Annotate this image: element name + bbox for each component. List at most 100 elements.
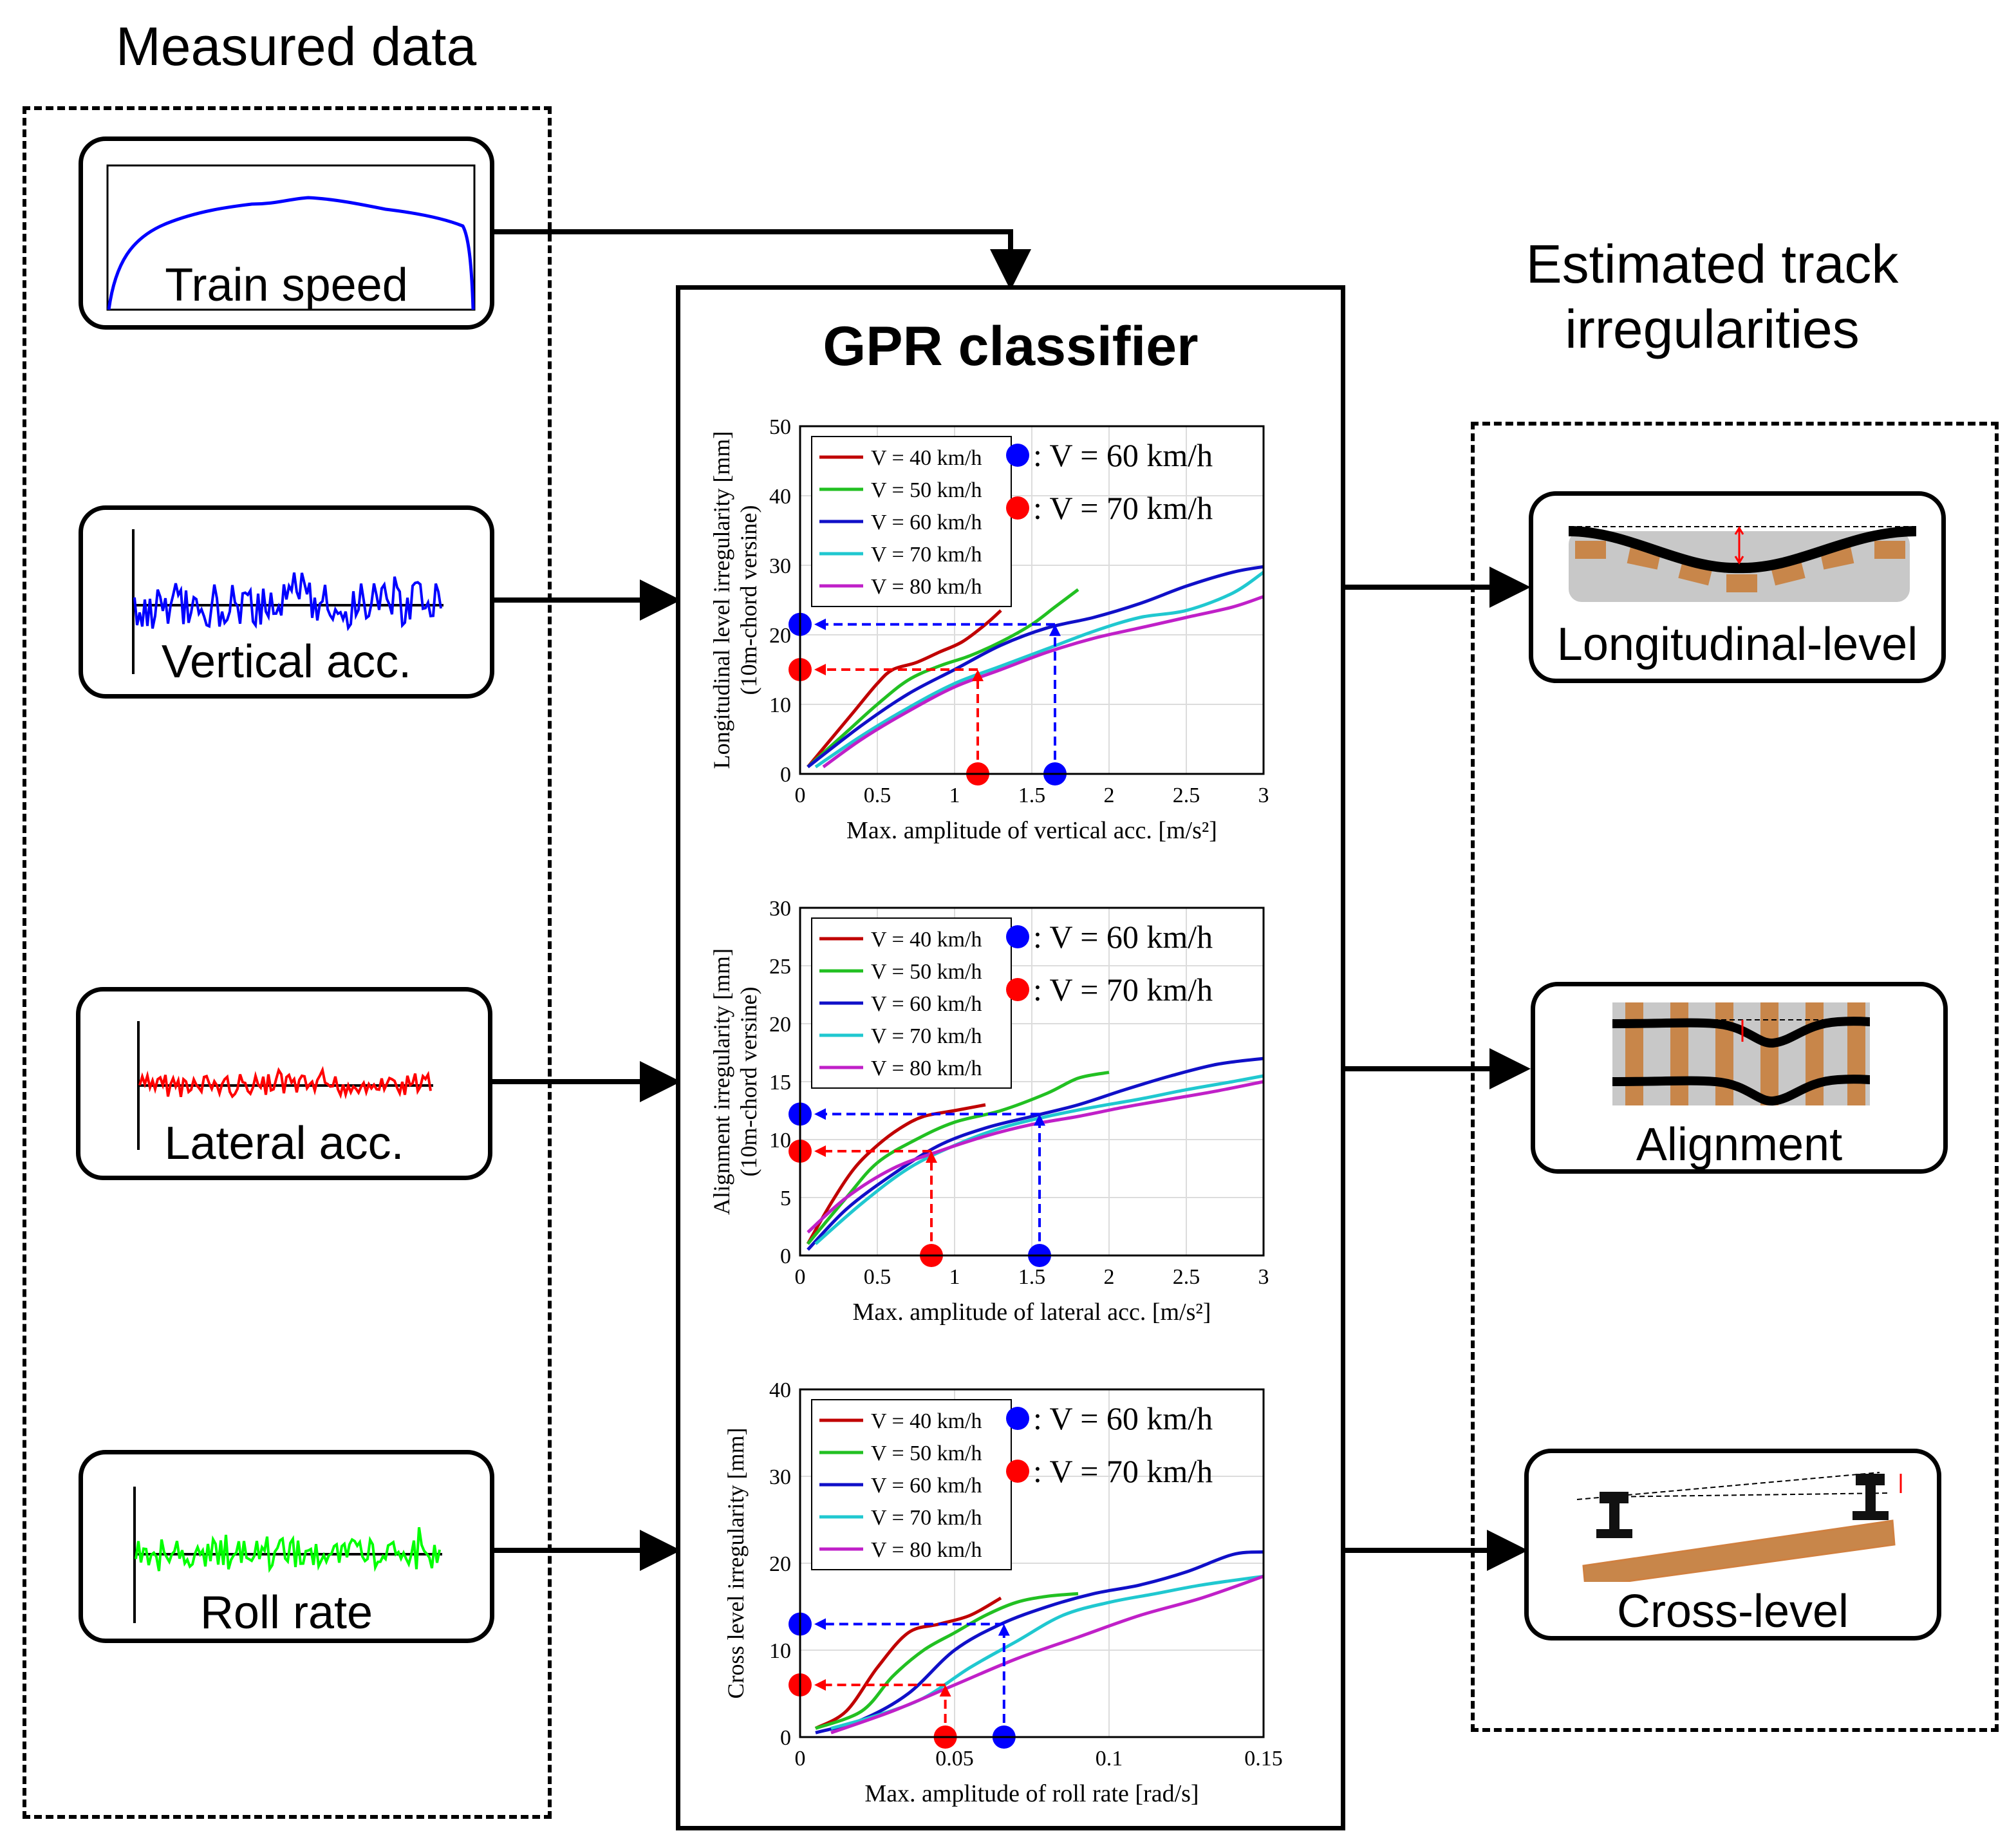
- rail-lower: [1612, 1075, 1871, 1106]
- train-speed-box: Train speed: [79, 136, 494, 330]
- x-tick-label: 0.15: [1244, 1747, 1283, 1771]
- x-tick-label: 1: [949, 784, 960, 807]
- gpr-classifier-title: GPR classifier: [823, 315, 1199, 377]
- vertical-acc-box: Vertical acc.: [79, 505, 494, 699]
- estimated-heading-line1: Estimated track: [1526, 234, 1899, 294]
- lateral-acc-trace: [138, 1066, 432, 1100]
- series-line-v40: [814, 1596, 1002, 1730]
- series-line-v80: [807, 1080, 1264, 1234]
- y-tick-label: 20: [769, 624, 791, 648]
- arrow-speed-to-classifier: [494, 229, 1031, 290]
- guide-arrowhead-left-v70: [814, 1145, 826, 1157]
- longitudinal-level-illustration: [1568, 526, 1917, 602]
- train-speed-trace: [107, 196, 475, 310]
- x-tick-label: 0: [795, 1265, 806, 1289]
- legend-label-v60: V = 60 km/h: [871, 511, 982, 534]
- marker-legend-label-v60: : V = 60 km/h: [1033, 1400, 1213, 1436]
- series-line-v50: [807, 588, 1079, 769]
- lateral-acc-box: Lateral acc.: [76, 987, 492, 1180]
- y-tick-label: 40: [769, 485, 791, 509]
- rail-left: [1596, 1492, 1632, 1538]
- x-tick-label: 2: [1104, 1265, 1115, 1289]
- guide-arrowhead-left-v70: [814, 1679, 826, 1691]
- guide-arrowhead-up-v60: [1034, 1114, 1045, 1126]
- legend-label-v50: V = 50 km/h: [871, 478, 982, 502]
- x-tick-label: 3: [1258, 784, 1269, 807]
- legend-label-v50: V = 50 km/h: [871, 1442, 982, 1465]
- x-tick-label: 0.1: [1096, 1747, 1123, 1771]
- y-tick-label: 15: [769, 1071, 791, 1095]
- y-axis-label-sub: (10m-chord versine): [736, 505, 761, 695]
- roll-rate-box: Roll rate: [79, 1450, 494, 1643]
- x-tick-label: 2: [1104, 784, 1115, 807]
- marker-legend-label-v70: : V = 70 km/h: [1033, 1453, 1213, 1489]
- guide-arrowhead-left-v70: [814, 664, 826, 675]
- alignment-illustration: [1612, 1002, 1871, 1106]
- guide-arrowhead-left-v60: [814, 618, 826, 630]
- train-speed-plot: [106, 164, 476, 311]
- marker-legend-label-v70: : V = 70 km/h: [1033, 972, 1213, 1008]
- estimated-irregularities-group: [1471, 422, 1999, 1732]
- rail-upper: [1612, 1017, 1871, 1048]
- series-line-v60: [807, 1057, 1264, 1251]
- x-tick-label: 0.05: [935, 1747, 974, 1771]
- measured-data-group: [23, 106, 552, 1819]
- x-tick-label: 3: [1258, 1265, 1269, 1289]
- x-tick-label: 0: [795, 1747, 806, 1771]
- rail-right: [1853, 1474, 1889, 1520]
- x-tick-label: 2.5: [1173, 1265, 1200, 1289]
- y-tick-label: 30: [769, 1465, 791, 1489]
- legend-label-v50: V = 50 km/h: [871, 960, 982, 984]
- roll-rate-trace: [135, 1527, 441, 1574]
- axes-frame: [799, 907, 1265, 1257]
- longitudinal-level-label: Longitudinal-level: [1556, 619, 1918, 670]
- legend-label-v80: V = 80 km/h: [871, 1057, 982, 1080]
- vertical-acc-plot: [132, 529, 443, 674]
- series-line-v70: [814, 570, 1265, 769]
- y-axis-label-sub: (10m-chord versine): [736, 987, 761, 1177]
- guide-arrowhead-up-v70: [939, 1685, 951, 1697]
- longitudinal-level-box: Longitudinal-level: [1529, 491, 1946, 683]
- marker-legend-dot-v70: [1006, 978, 1029, 1001]
- legend-label-v80: V = 80 km/h: [871, 1538, 982, 1562]
- y-tick-label: 30: [769, 897, 791, 921]
- estimated-track-heading: Estimated track irregularities: [1468, 232, 1957, 362]
- x-tick-label: 0.5: [864, 1265, 891, 1289]
- series-line-v60: [807, 565, 1264, 769]
- cross-level-box: Cross-level: [1524, 1449, 1941, 1640]
- roll-rate-label: Roll rate: [200, 1587, 373, 1639]
- y-tick-label: 50: [769, 415, 791, 439]
- y-tick-label: 10: [769, 1639, 791, 1663]
- legend-label-v40: V = 40 km/h: [871, 446, 982, 470]
- lateral-acc-plot: [137, 1021, 433, 1150]
- horizontal-line: [1605, 1492, 1890, 1498]
- y-axis-label: Longitudinal level irregularity [mm]: [709, 431, 734, 769]
- roll-rate-plot: [133, 1487, 442, 1623]
- x-tick-label: 1.5: [1018, 1265, 1046, 1289]
- legend-label-v60: V = 60 km/h: [871, 992, 982, 1016]
- marker-legend-dot-v60: [1006, 1407, 1029, 1430]
- sleeper-tilted: [1582, 1519, 1896, 1582]
- y-tick-label: 40: [769, 1378, 791, 1402]
- y-tick-label: 20: [769, 1552, 791, 1576]
- axes-frame: [799, 425, 1265, 775]
- series-line-v60: [815, 1550, 1264, 1734]
- legend-label-v70: V = 70 km/h: [871, 1506, 982, 1530]
- axes-frame: [799, 1388, 1265, 1738]
- y-tick-label: 0: [780, 763, 791, 787]
- y-tick-label: 10: [769, 693, 791, 717]
- marker-legend-dot-v70: [1006, 1460, 1029, 1483]
- marker-legend-dot-v60: [1006, 925, 1029, 948]
- y-tick-label: 20: [769, 1013, 791, 1037]
- y-tick-label: 10: [769, 1129, 791, 1152]
- marker-legend-label-v60: : V = 60 km/h: [1033, 437, 1213, 473]
- y-axis-label: Cross level irregularity [mm]: [723, 1428, 749, 1699]
- guide-arrowhead-left-v60: [814, 1618, 826, 1630]
- y-tick-label: 0: [780, 1726, 791, 1750]
- series-line-v40: [807, 609, 1002, 768]
- y-tick-label: 25: [769, 955, 791, 979]
- alignment-label: Alignment: [1636, 1119, 1843, 1170]
